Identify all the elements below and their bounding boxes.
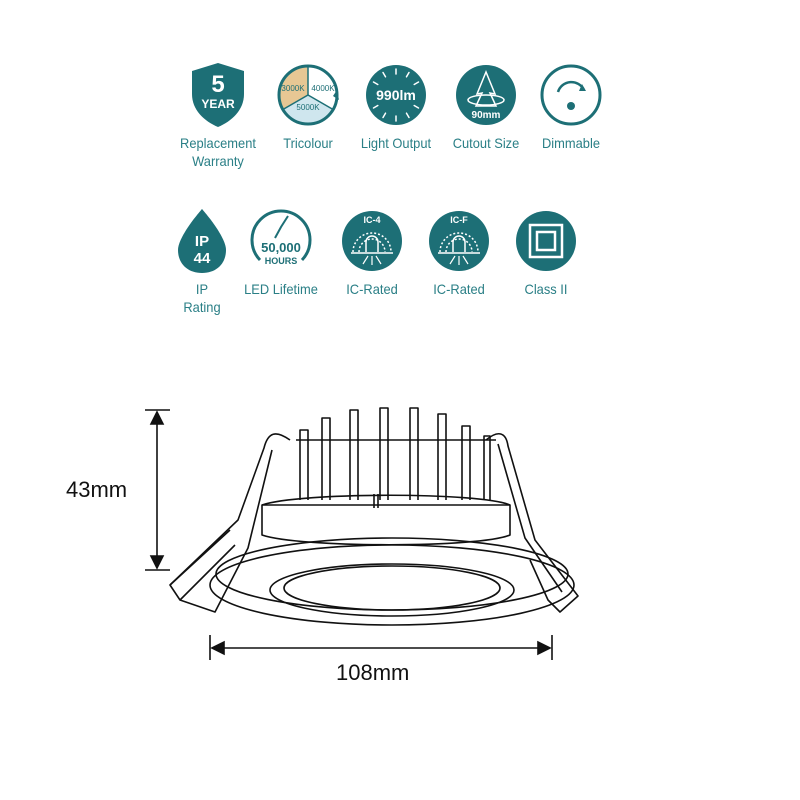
ip-label-1: IP (195, 281, 209, 297)
dimmer-icon (540, 64, 602, 126)
badge-dimmable: Dimmable (523, 60, 619, 152)
badge-icf: IC-F IC-Rated (411, 206, 507, 298)
badge-led-lifetime: 50,000 HOURS LED Lifetime (233, 206, 329, 298)
badge-class2: Class II (498, 206, 594, 298)
warranty-label-2: Warranty (192, 153, 244, 169)
tricolour-neutral: 4000K (311, 84, 335, 93)
double-square-icon (516, 211, 576, 271)
tricolour-warm: 3000K (281, 84, 305, 93)
heatsink-fins (296, 407, 496, 500)
lifetime-unit: HOURS (265, 256, 298, 266)
width-dimension-label: 108mm (336, 660, 410, 685)
insulation-icon: IC-F (429, 211, 489, 271)
class2-label: Class II (524, 281, 568, 297)
ip-line-1: IP (195, 233, 209, 250)
cutout-value: 90mm (472, 110, 501, 121)
ic4-label: IC-Rated (346, 281, 398, 297)
badge-cutout: 90mm Cutout Size (438, 60, 534, 152)
badge-tricolour: 3000K 4000K 5000K Tricolour (260, 60, 356, 152)
badge-ip-rating: IP 44 IP Rating (154, 206, 250, 316)
light-output-label: Light Output (360, 135, 432, 151)
colour-wheel-icon: 3000K 4000K 5000K (277, 64, 339, 126)
dimmable-label: Dimmable (542, 135, 600, 151)
downlight-line-drawing (145, 407, 579, 660)
insulation-icon: IC-4 (342, 211, 402, 271)
ic4-code: IC-4 (363, 215, 380, 225)
ip-line-2: 44 (194, 250, 211, 267)
lifetime-value: 50,000 (261, 240, 301, 255)
badge-light-output: 990lm Light Output (348, 60, 444, 152)
icf-label: IC-Rated (433, 281, 485, 297)
water-drop-icon: IP 44 (178, 209, 226, 273)
cutout-icon: 90mm (456, 65, 516, 125)
lifetime-label: LED Lifetime (244, 281, 318, 297)
clock-icon: 50,000 HOURS (250, 209, 312, 266)
warranty-label-1: Replacement (180, 135, 256, 151)
icf-code: IC-F (450, 215, 468, 225)
height-dimension-line (145, 409, 170, 571)
ip-label-2: Rating (183, 299, 221, 315)
badge-ic4: IC-4 IC-Rated (324, 206, 420, 298)
light-output-value: 990lm (376, 87, 416, 103)
shield-icon: 5 YEAR (192, 63, 244, 127)
warranty-number: 5 (211, 71, 224, 98)
sunburst-icon: 990lm (366, 65, 426, 125)
height-dimension-label: 43mm (66, 477, 128, 502)
badge-warranty: 5 YEAR Replacement Warranty (170, 60, 266, 170)
tricolour-label: Tricolour (283, 135, 333, 151)
width-dimension-line (209, 635, 553, 660)
tricolour-cool: 5000K (296, 103, 320, 112)
warranty-word: YEAR (201, 97, 235, 111)
cutout-label: Cutout Size (452, 135, 520, 151)
